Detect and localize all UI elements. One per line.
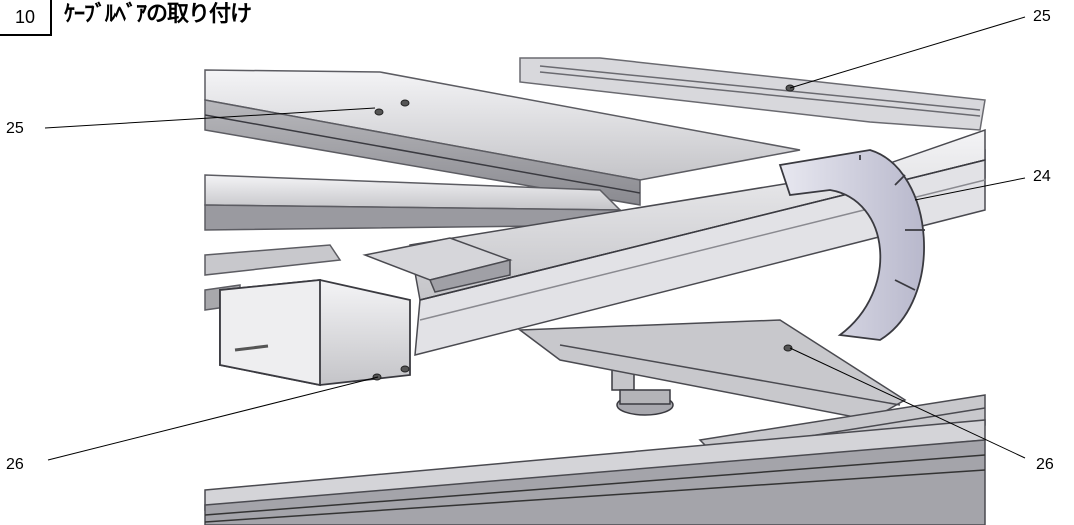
callout-25-right: 25 (1033, 8, 1051, 25)
bottom-frame-rails (204, 394, 986, 525)
step-number-box: 10 (0, 0, 52, 36)
left-beam (204, 69, 801, 206)
callout-26-right: 26 (1036, 456, 1054, 473)
leader-line-25-right (789, 16, 1026, 89)
front-left-rail (204, 174, 622, 311)
leader-line-26-left (47, 376, 379, 461)
callout-24: 24 (1033, 168, 1051, 185)
slider-block (362, 237, 513, 293)
cable-bearer (778, 149, 925, 341)
leader-line-25-left (44, 107, 376, 129)
rear-frame-rail (519, 57, 986, 131)
callout-25-left: 25 (6, 120, 24, 137)
leader-line-26-right (789, 347, 1026, 459)
motor-housing (219, 279, 411, 387)
leader-lines (44, 16, 1026, 461)
screw-group (372, 84, 795, 381)
step-title: ｹｰﾌﾞﾙﾍﾞｱの取り付け (64, 2, 252, 27)
callout-26-left: 26 (6, 456, 24, 473)
step-number: 10 (14, 7, 36, 27)
leader-line-24 (914, 177, 1026, 201)
